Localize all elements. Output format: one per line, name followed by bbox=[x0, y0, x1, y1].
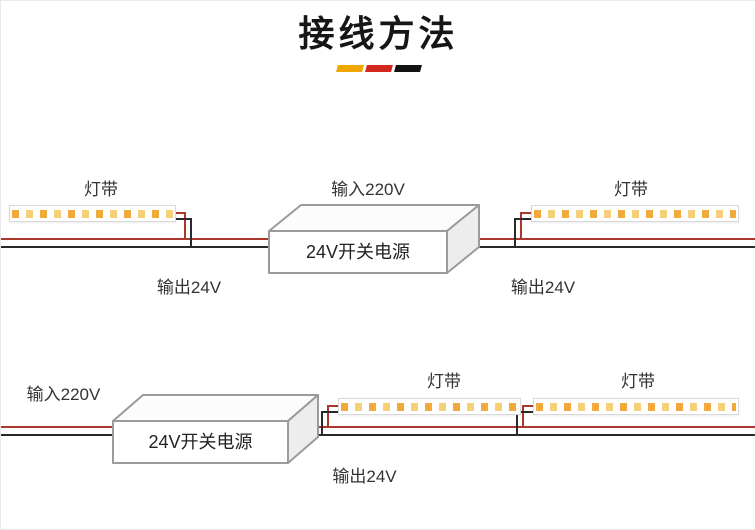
strip-label: 灯带 bbox=[84, 180, 118, 199]
connector-wire-black bbox=[176, 218, 192, 220]
led-strip bbox=[533, 398, 739, 415]
page-title: 接线方法 bbox=[298, 13, 459, 54]
connector-wire-red bbox=[522, 405, 524, 428]
strip-label: 灯带 bbox=[427, 372, 461, 391]
psu-label: 24V开关电源 bbox=[305, 242, 411, 262]
input-voltage-label: 输入220V bbox=[26, 385, 101, 404]
psu-box-bottom bbox=[112, 394, 319, 464]
connector-wire-red bbox=[327, 405, 329, 428]
output-voltage-label: 输出24V bbox=[156, 278, 222, 297]
connector-wire-red bbox=[520, 212, 522, 240]
led-chips bbox=[536, 403, 736, 411]
led-strip bbox=[9, 205, 176, 222]
led-chips bbox=[341, 403, 518, 411]
led-chips bbox=[12, 210, 173, 218]
connector-wire-black bbox=[321, 411, 323, 436]
bottom-bus-wire-black bbox=[1, 434, 755, 436]
connector-wire-red bbox=[522, 405, 533, 407]
connector-wire-black bbox=[516, 411, 533, 413]
led-strip bbox=[531, 205, 739, 222]
connector-wire-black bbox=[514, 218, 531, 220]
input-voltage-label: 输入220V bbox=[331, 180, 405, 199]
psu-box-top bbox=[268, 204, 480, 274]
bottom-bus-wire-red bbox=[1, 426, 755, 428]
led-chips bbox=[534, 210, 736, 218]
connector-wire-red bbox=[327, 405, 338, 407]
strip-label: 灯带 bbox=[614, 180, 648, 199]
connector-wire-black bbox=[190, 218, 192, 248]
psu-top-face bbox=[112, 394, 319, 422]
psu-label: 24V开关电源 bbox=[148, 432, 253, 452]
psu-front-face bbox=[268, 230, 448, 274]
strip-label: 灯带 bbox=[621, 372, 655, 391]
connector-wire-red bbox=[176, 212, 186, 214]
psu-front-face bbox=[112, 420, 289, 464]
output-voltage-label: 输出24V bbox=[332, 467, 397, 486]
connector-wire-red bbox=[184, 212, 186, 240]
connector-wire-red bbox=[520, 212, 531, 214]
output-voltage-label: 输出24V bbox=[510, 278, 576, 297]
connector-wire-black bbox=[321, 411, 338, 413]
connector-wire-black bbox=[514, 218, 516, 248]
psu-top-face bbox=[268, 204, 480, 232]
connector-wire-black bbox=[516, 411, 518, 436]
led-strip bbox=[338, 398, 521, 415]
